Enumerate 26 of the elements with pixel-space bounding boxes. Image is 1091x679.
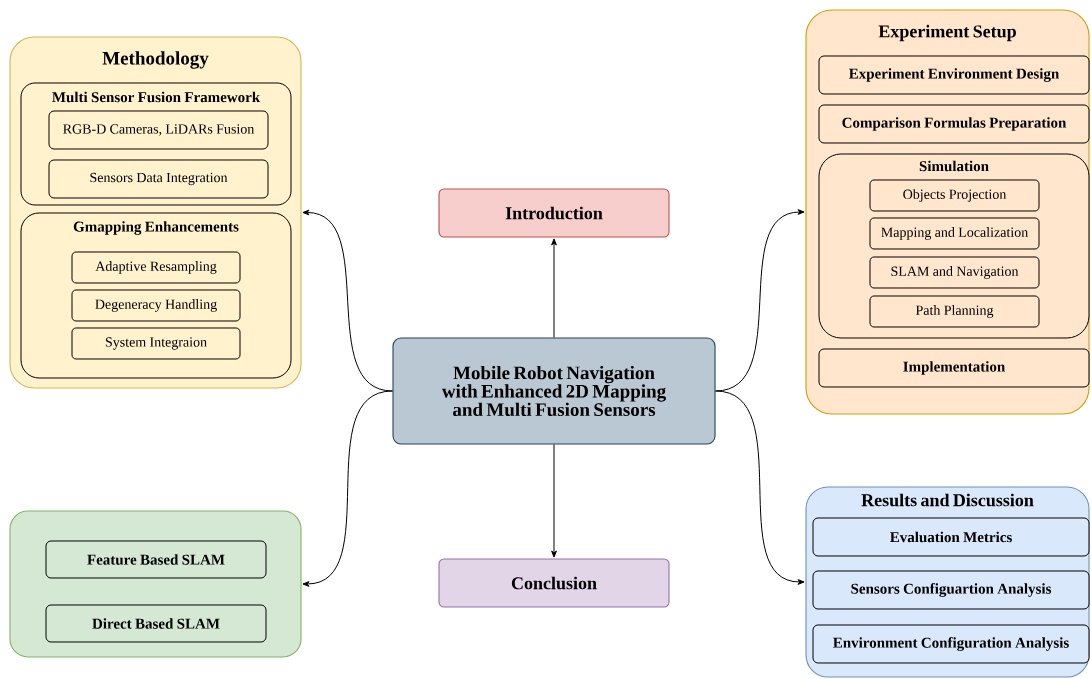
item-box: Mapping and Localization <box>869 217 1040 250</box>
item-box: Comparison Formulas Preparation <box>818 104 1090 144</box>
item-box: Direct Based SLAM <box>45 604 267 643</box>
section-box: Introduction <box>438 188 670 238</box>
item-box: Degeneracy Handling <box>71 289 241 322</box>
topic-box: Mobile Robot Navigation with Enhanced 2D Mapping and Multi Fusion Sensors <box>392 337 716 445</box>
item-box: Experiment Environment Design <box>818 55 1090 95</box>
arrow <box>551 238 557 338</box>
item-box: Sensors Data Integration <box>48 159 269 199</box>
item-box: Sensors Configuartion Analysis <box>812 570 1090 610</box>
arrow <box>302 209 393 392</box>
arrow <box>715 390 805 585</box>
item-box: SLAM and Navigation <box>869 256 1040 289</box>
item-box: System Integraion <box>71 327 241 360</box>
item-box: Evaluation Metrics <box>812 517 1090 557</box>
arrow <box>715 209 805 392</box>
item-box: Objects Projection <box>869 179 1040 212</box>
section-box: Conclusion <box>438 558 670 608</box>
item-box: Feature Based SLAM <box>45 540 267 579</box>
arrow <box>302 390 393 587</box>
arrow <box>551 444 557 558</box>
item-box: Path Planning <box>869 295 1040 328</box>
item-box: Implementation <box>818 348 1090 388</box>
item-box: Adaptive Resampling <box>71 251 241 284</box>
item-box: RGB-D Cameras, LiDARs Fusion <box>48 110 269 150</box>
item-box: Environment Configuration Analysis <box>812 624 1090 664</box>
